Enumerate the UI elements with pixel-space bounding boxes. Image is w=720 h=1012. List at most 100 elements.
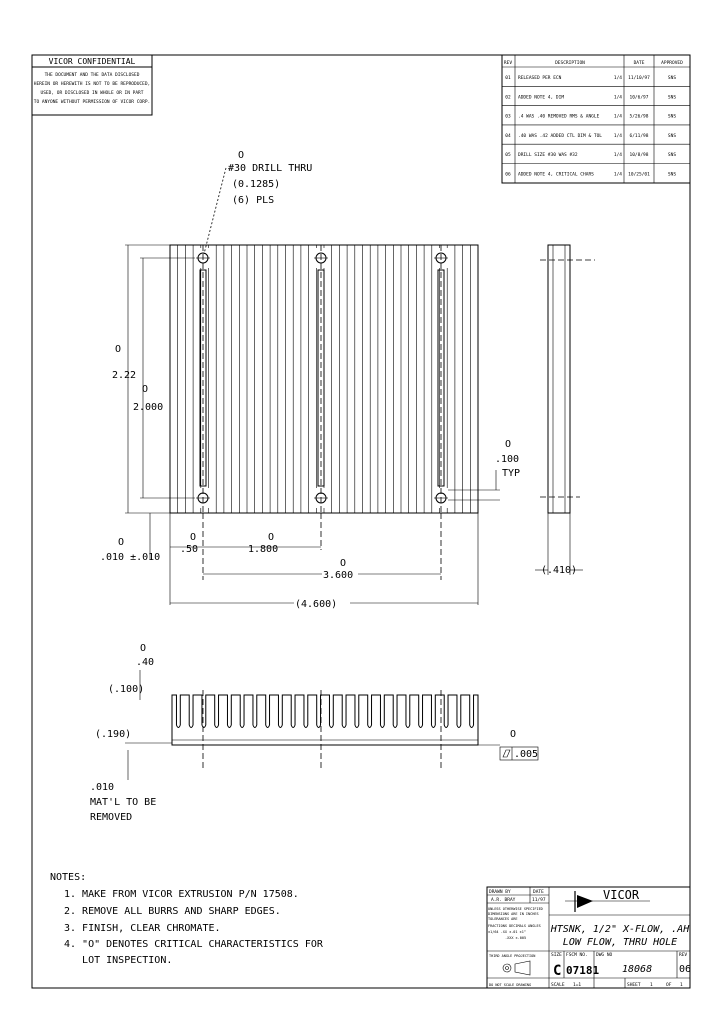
overall-height-dim: 2.22 <box>112 370 136 381</box>
revision-appr: SNS <box>668 133 676 139</box>
sheet-label: SHEET <box>627 982 641 988</box>
section-view: O .40 (.100) (.190) .010 MAT'L TO BE REM… <box>90 643 539 823</box>
revision-rev: 06 <box>505 172 511 178</box>
critical-mark: O <box>118 537 124 548</box>
revision-desc: ADDED NOTE 4, DIM <box>518 94 564 100</box>
side-view: (.410) <box>535 244 595 576</box>
drawn-by: A.R. BRAY <box>491 897 516 903</box>
material-dim: .010 <box>90 782 114 793</box>
size-label: SIZE <box>551 952 562 958</box>
notes: NOTES: 1. MAKE FROM VICOR EXTRUSION P/N … <box>50 872 324 966</box>
fscm-label: FSCM NO. <box>566 952 588 958</box>
confidential-notice: VICOR CONFIDENTIAL THE DOCUMENT AND THE … <box>31 54 153 116</box>
revision-date: 11/10/97 <box>628 75 650 81</box>
rev-label: REV <box>679 952 687 958</box>
revision-rev: 01 <box>505 75 511 81</box>
critical-mark: O <box>115 344 121 355</box>
note-item: 1. MAKE FROM VICOR EXTRUSION P/N 17508. <box>64 889 299 900</box>
sheet-value: 1 <box>650 982 653 988</box>
projection-label: THIRD ANGLE PROJECTION <box>489 954 535 958</box>
slot <box>437 269 445 487</box>
confidential-line: TO ANYONE WITHOUT PERMISSION OF VICOR CO… <box>34 99 151 105</box>
of-label: OF <box>666 982 672 988</box>
revision-date: 10/25/01 <box>628 172 650 178</box>
base-dim: (.190) <box>95 729 131 740</box>
note-item: LOT INSPECTION. <box>64 955 172 966</box>
revision-desc: .4 WAS .40 REMOVED RMS & ANGLE <box>518 114 600 120</box>
description-header: DESCRIPTION <box>555 60 585 66</box>
hole-span-dim: 3.600 <box>323 570 353 581</box>
revision-rev: 05 <box>505 152 511 158</box>
plan-dimensions: O #30 DRILL THRU (0.1285) (6) PLS O 2.22… <box>100 150 520 610</box>
confidential-line: HEREIN OR HEREWITH IS NOT TO BE REPRODUC… <box>34 81 151 87</box>
rev-header: REV <box>504 60 512 66</box>
tolerance-text: FRACTIONS DECIMALS ANGLES <box>488 924 541 928</box>
note-item: 2. REMOVE ALL BURRS AND SHARP EDGES. <box>64 906 281 917</box>
hole-spacing-dim: 1.800 <box>248 544 278 555</box>
note-item: 3. FINISH, CLEAR CHROMATE. <box>64 923 221 934</box>
scale-value: 1=1 <box>573 982 581 988</box>
dwg-number-label: DWG NO <box>596 952 613 958</box>
drawing-title: HTSNK, 1/2" X-FLOW, .AH <box>550 924 690 935</box>
do-not-scale-label: DO NOT SCALE DRAWING <box>489 983 531 987</box>
drawn-by-label: DRAWN BY <box>489 889 511 895</box>
critical-mark: O <box>510 729 516 740</box>
drawn-date: 11/97 <box>532 897 546 903</box>
flatness-icon <box>502 749 511 758</box>
confidential-title: VICOR CONFIDENTIAL <box>49 57 136 66</box>
hole-height-dim: 2.000 <box>133 402 163 413</box>
slot-dim: .100 <box>495 454 519 465</box>
note-item: 4. "O" DENOTES CRITICAL CHARACTERISTICS … <box>64 939 324 950</box>
dwg-number: 18068 <box>622 964 652 975</box>
edge-offset-dim: .010 ±.010 <box>100 552 160 563</box>
of-value: 1 <box>680 982 683 988</box>
revision-date: 6/11/98 <box>630 133 649 139</box>
tolerance-text: ±1/64 .XX ±.01 ±1° <box>488 930 526 934</box>
hole-edge-dim: .50 <box>180 544 198 555</box>
revision-date: 10/8/98 <box>630 152 649 158</box>
critical-mark: O <box>268 532 274 543</box>
vicor-logo: VICOR <box>565 888 650 912</box>
date-header: DATE <box>634 60 645 66</box>
company-name: VICOR <box>603 888 640 902</box>
notes-title: NOTES: <box>50 872 86 883</box>
fin-profile <box>171 694 479 746</box>
date-label: DATE <box>533 889 544 895</box>
revision-appr: SNS <box>668 94 676 100</box>
overall-width-dim: (4.600) <box>295 599 337 610</box>
revision-desc: ADDED NOTE 4, CRITICAL CHARS <box>518 172 594 178</box>
revision-rev: 03 <box>505 114 511 120</box>
fscm-value: 07181 <box>566 964 599 977</box>
drawing-title: LOW FLOW, THRU HOLE <box>563 937 677 948</box>
revision-ecn: 1/4 <box>614 114 622 120</box>
revision-ecn: 1/4 <box>614 94 622 100</box>
revision-ecn: 1/4 <box>614 75 622 81</box>
tolerance-text: DIMENSIONS ARE IN INCHES <box>488 912 539 916</box>
fin-pitch-dim: .40 <box>136 657 154 668</box>
confidential-line: USED, OR DISCLOSED IN WHOLE OR IN PART <box>41 90 144 96</box>
drill-quantity: (6) PLS <box>232 195 274 206</box>
revision-ecn: 1/4 <box>614 152 622 158</box>
drawing-border <box>31 54 691 989</box>
size-value: C <box>553 963 561 979</box>
flatness-tolerance: .005 <box>514 749 538 760</box>
revision-date: 5/26/98 <box>630 114 649 120</box>
revision-date: 10/6/97 <box>630 94 649 100</box>
revision-rev: 04 <box>505 133 511 139</box>
critical-mark: O <box>505 439 511 450</box>
title-block: DRAWN BY DATE A.R. BRAY 11/97 UNLESS OTH… <box>486 886 691 989</box>
scale-label: SCALE <box>551 982 565 988</box>
revision-desc: .40 WAS .42 ADDED CTL DIM & TOL <box>518 133 602 139</box>
revision-appr: SNS <box>668 172 676 178</box>
revision-desc: RELEASED PER ECN <box>518 75 562 81</box>
revision-ecn: 1/4 <box>614 133 622 139</box>
side-thickness-dim: (.410) <box>541 565 577 576</box>
fin-gap-dim: (.100) <box>108 684 144 695</box>
confidential-line: THE DOCUMENT AND THE DATA DISCLOSED <box>45 72 140 78</box>
tolerance-text: TOLERANCES ARE <box>488 917 518 921</box>
slot <box>317 269 325 487</box>
revision-desc: DRILL SIZE #30 WAS #32 <box>518 152 578 158</box>
tolerance-text: .XXX ±.005 <box>505 936 526 940</box>
